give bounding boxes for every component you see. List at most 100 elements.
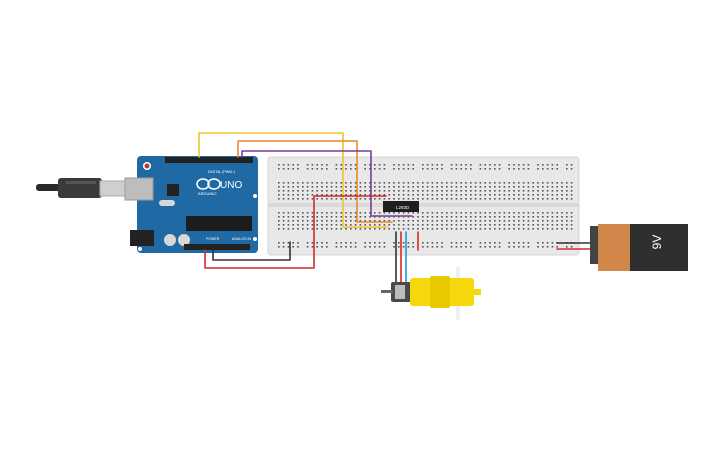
breadboard-hole[interactable] (297, 216, 299, 218)
breadboard-hole[interactable] (378, 212, 381, 214)
breadboard-hole[interactable] (537, 190, 539, 192)
breadboard-hole[interactable] (542, 242, 544, 244)
breadboard-hole[interactable] (378, 194, 381, 196)
breadboard-hole[interactable] (359, 194, 362, 196)
breadboard-hole[interactable] (374, 164, 376, 166)
breadboard-hole[interactable] (484, 182, 486, 184)
breadboard-hole[interactable] (350, 242, 352, 244)
breadboard-hole[interactable] (292, 228, 294, 230)
breadboard-hole[interactable] (282, 216, 285, 218)
breadboard-hole[interactable] (364, 242, 366, 244)
breadboard-hole[interactable] (527, 164, 530, 166)
breadboard-hole[interactable] (398, 224, 400, 226)
breadboard-hole[interactable] (412, 168, 414, 170)
breadboard-hole[interactable] (498, 168, 501, 170)
breadboard-hole[interactable] (350, 228, 352, 230)
breadboard-hole[interactable] (369, 242, 371, 244)
breadboard-hole[interactable] (359, 198, 362, 200)
breadboard-hole[interactable] (417, 212, 419, 214)
breadboard-hole[interactable] (402, 186, 405, 188)
breadboard-hole[interactable] (278, 224, 280, 226)
breadboard-hole[interactable] (297, 212, 299, 214)
breadboard-hole[interactable] (561, 212, 563, 214)
breadboard-hole[interactable] (321, 220, 323, 222)
breadboard-hole[interactable] (282, 228, 285, 230)
breadboard-hole[interactable] (436, 242, 438, 244)
breadboard-hole[interactable] (474, 194, 477, 196)
breadboard-hole[interactable] (311, 242, 314, 244)
breadboard-hole[interactable] (311, 194, 314, 196)
breadboard-hole[interactable] (431, 246, 434, 248)
breadboard-hole[interactable] (436, 186, 438, 188)
breadboard-hole[interactable] (513, 194, 515, 196)
breadboard-hole[interactable] (450, 182, 453, 184)
breadboard-hole[interactable] (316, 246, 318, 248)
breadboard-hole[interactable] (566, 168, 568, 170)
breadboard-hole[interactable] (431, 164, 434, 166)
breadboard-hole[interactable] (364, 168, 366, 170)
breadboard-hole[interactable] (364, 194, 366, 196)
breadboard-hole[interactable] (436, 220, 438, 222)
breadboard-hole[interactable] (518, 246, 520, 248)
breadboard-hole[interactable] (513, 220, 515, 222)
breadboard-hole[interactable] (340, 182, 342, 184)
breadboard-hole[interactable] (450, 194, 453, 196)
breadboard-hole[interactable] (494, 220, 496, 222)
breadboard-hole[interactable] (542, 220, 544, 222)
breadboard-hole[interactable] (345, 242, 347, 244)
breadboard-hole[interactable] (556, 194, 558, 196)
breadboard-hole[interactable] (537, 246, 539, 248)
breadboard-hole[interactable] (522, 168, 525, 170)
breadboard-hole[interactable] (484, 194, 486, 196)
breadboard-hole[interactable] (532, 182, 534, 184)
breadboard-hole[interactable] (470, 212, 472, 214)
breadboard-hole[interactable] (484, 168, 486, 170)
breadboard-hole[interactable] (393, 242, 395, 244)
breadboard-hole[interactable] (465, 190, 467, 192)
breadboard-hole[interactable] (278, 194, 280, 196)
breadboard-hole[interactable] (460, 194, 462, 196)
breadboard-hole[interactable] (494, 168, 496, 170)
breadboard-hole[interactable] (551, 186, 554, 188)
breadboard-hole[interactable] (393, 168, 395, 170)
breadboard-hole[interactable] (378, 182, 381, 184)
breadboard-hole[interactable] (340, 198, 342, 200)
breadboard-hole[interactable] (441, 194, 443, 196)
breadboard-hole[interactable] (426, 242, 429, 244)
breadboard-hole[interactable] (417, 190, 419, 192)
breadboard-hole[interactable] (566, 220, 568, 222)
breadboard-hole[interactable] (566, 216, 568, 218)
breadboard-hole[interactable] (508, 246, 510, 248)
breadboard-hole[interactable] (566, 198, 568, 200)
breadboard-hole[interactable] (354, 182, 357, 184)
breadboard-hole[interactable] (441, 182, 443, 184)
breadboard-hole[interactable] (570, 216, 573, 218)
breadboard-hole[interactable] (474, 186, 477, 188)
breadboard-hole[interactable] (561, 182, 563, 184)
breadboard-hole[interactable] (297, 168, 299, 170)
breadboard-hole[interactable] (335, 216, 338, 218)
breadboard-hole[interactable] (345, 190, 347, 192)
breadboard-hole[interactable] (407, 242, 410, 244)
breadboard-hole[interactable] (278, 220, 280, 222)
breadboard-hole[interactable] (345, 216, 347, 218)
digital-header[interactable] (165, 157, 253, 163)
breadboard-hole[interactable] (340, 186, 342, 188)
breadboard-hole[interactable] (470, 168, 472, 170)
breadboard-hole[interactable] (546, 246, 549, 248)
breadboard-hole[interactable] (441, 228, 443, 230)
breadboard-hole[interactable] (350, 182, 352, 184)
breadboard-hole[interactable] (311, 212, 314, 214)
breadboard-hole[interactable] (311, 224, 314, 226)
breadboard-hole[interactable] (306, 186, 309, 188)
breadboard-hole[interactable] (518, 198, 520, 200)
breadboard-hole[interactable] (378, 228, 381, 230)
breadboard-hole[interactable] (556, 224, 558, 226)
breadboard-hole[interactable] (326, 212, 328, 214)
breadboard-hole[interactable] (570, 246, 573, 248)
breadboard-hole[interactable] (570, 182, 573, 184)
breadboard-hole[interactable] (441, 242, 443, 244)
breadboard-hole[interactable] (383, 186, 386, 188)
breadboard-hole[interactable] (345, 246, 347, 248)
